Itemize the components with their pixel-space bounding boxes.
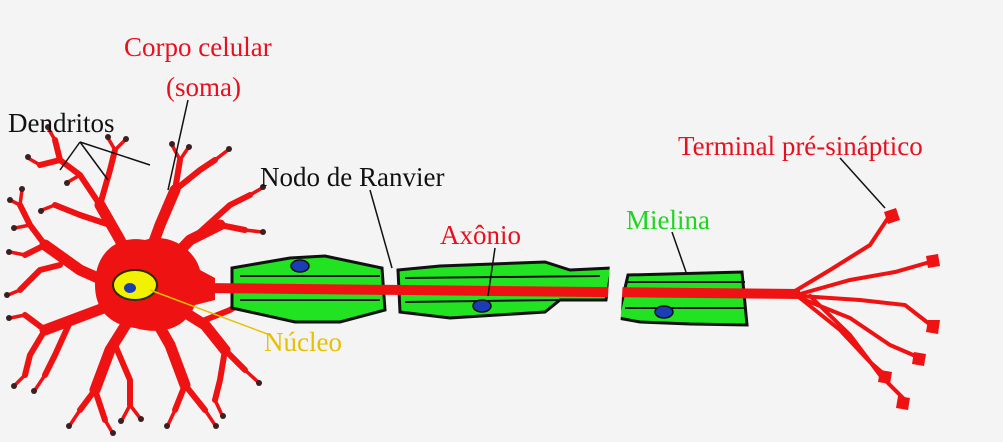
label-nucleo: Núcleo — [264, 327, 342, 357]
leader-corpo-celular — [167, 99, 189, 191]
leader-dendritos-2 — [79, 141, 109, 181]
label-mielina: Mielina — [626, 205, 710, 235]
label-nodo-de-ranvier: Nodo de Ranvier — [260, 162, 444, 192]
label-corpo-celular-line1: Corpo celular — [124, 32, 272, 62]
nucleus — [112, 269, 158, 301]
label-axonio: Axônio — [440, 220, 521, 250]
myelin-segment-3 — [616, 270, 749, 327]
label-corpo-celular-line2: (soma) — [166, 72, 241, 102]
dendrite-spines — [4, 124, 266, 436]
leader-nucleo — [149, 289, 271, 336]
label-terminal-pre-sinaptico: Terminal pré-sináptico — [678, 131, 923, 161]
leader-dendritos-1 — [59, 141, 81, 171]
label-dendritos: Dendritos — [8, 108, 114, 138]
leader-dendritos-3 — [79, 141, 151, 166]
leader-axonio — [487, 247, 496, 297]
leader-mielina — [671, 231, 687, 273]
axon — [199, 254, 801, 330]
leader-terminal — [839, 157, 886, 209]
axon-terminals — [788, 213, 934, 402]
leader-nodo — [369, 189, 393, 269]
leader-lines — [59, 99, 886, 336]
synaptic-boutons — [878, 208, 940, 410]
